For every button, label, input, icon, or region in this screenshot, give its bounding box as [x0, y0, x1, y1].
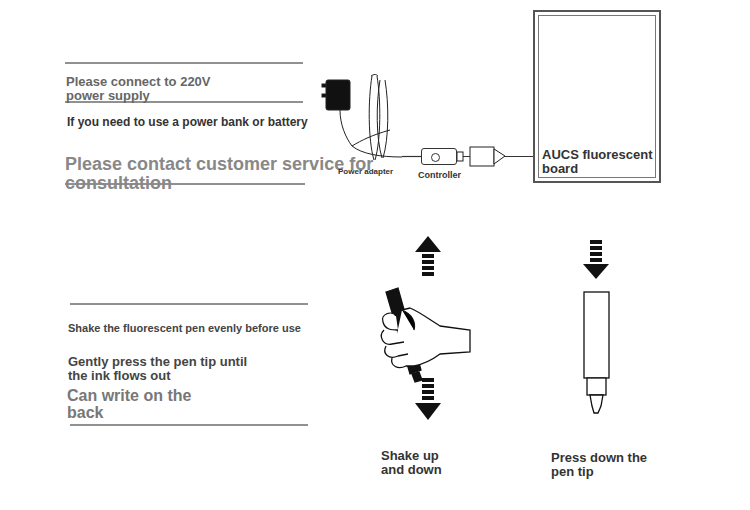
instruction-text: Please contact customer service for cons… — [65, 155, 385, 193]
power-adapter: Power adapter — [318, 68, 402, 180]
plug-connector — [457, 147, 505, 166]
rule-line — [70, 304, 308, 305]
rule-line — [70, 425, 308, 426]
instruction-text: Shake up and down — [381, 449, 456, 476]
instruction-text: Can write on the back — [67, 388, 192, 422]
controller-button — [431, 153, 440, 162]
instruction-text: Please connect to 220V power supply — [66, 75, 216, 102]
instruction-text: Gently press the pen tip until the ink f… — [68, 355, 253, 382]
cable-connector — [402, 156, 421, 157]
fluorescent-pen — [584, 292, 609, 413]
instruction-text: Press down the pen tip — [551, 451, 666, 478]
power-adapter-icon — [322, 75, 402, 161]
instruction-text: Shake the fluorescent pen evenly before … — [68, 323, 358, 335]
node-label: AUCS fluorescent board — [542, 148, 658, 175]
up-arrow — [415, 236, 441, 276]
down-arrow — [583, 240, 609, 279]
node-label: Controller — [418, 171, 461, 180]
fluorescent-board: AUCS fluorescent board — [533, 10, 661, 183]
rule-line — [65, 63, 303, 64]
hand-with-pen — [381, 288, 470, 382]
node-label: Power adapter — [338, 168, 393, 176]
controller-box: Controller — [421, 148, 457, 165]
cable-line — [402, 156, 421, 157]
down-arrow — [415, 378, 441, 420]
instruction-text: If you need to use a power bank or batte… — [67, 116, 367, 129]
